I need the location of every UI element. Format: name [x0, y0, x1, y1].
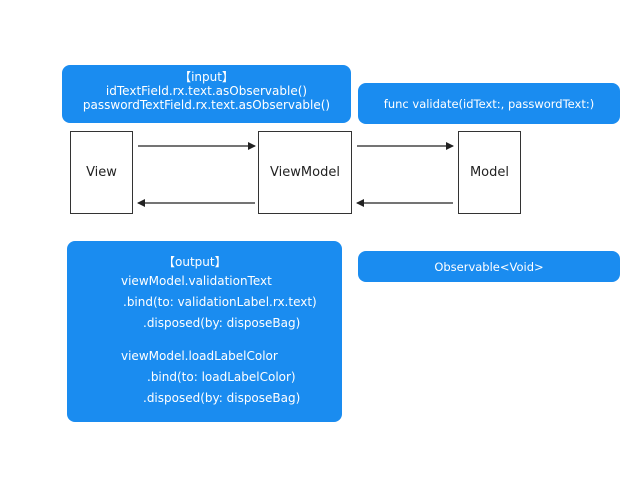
observable-text: Observable<Void> [434, 259, 544, 274]
input-bubble: 【input】 idTextField.rx.text.asObservable… [62, 65, 351, 123]
output-line-1: viewModel.validationText [121, 274, 272, 288]
input-line-2: passwordTextField.rx.text.asObservable() [82, 98, 331, 112]
viewmodel-label: ViewModel [270, 165, 340, 180]
view-label: View [86, 165, 117, 180]
output-line-5: .bind(to: loadLabelColor) [147, 370, 296, 384]
output-bubble: 【output】 viewModel.validationText .bind(… [67, 241, 342, 422]
observable-bubble: Observable<Void> [358, 251, 620, 282]
view-box: View [70, 131, 133, 214]
output-title: 【output】 [163, 255, 227, 269]
output-line-3: .disposed(by: disposeBag) [143, 316, 301, 330]
input-line-1: idTextField.rx.text.asObservable() [105, 84, 308, 98]
output-line-6: .disposed(by: disposeBag) [143, 391, 301, 405]
model-box: Model [458, 131, 521, 214]
func-text: func validate(idText:, passwordText:) [383, 96, 595, 111]
input-title: 【input】 [179, 70, 234, 84]
model-label: Model [469, 165, 510, 180]
output-line-4: viewModel.loadLabelColor [121, 349, 278, 363]
viewmodel-box: ViewModel [258, 131, 352, 214]
output-line-2: .bind(to: validationLabel.rx.text) [123, 295, 317, 309]
func-bubble: func validate(idText:, passwordText:) [358, 83, 620, 124]
